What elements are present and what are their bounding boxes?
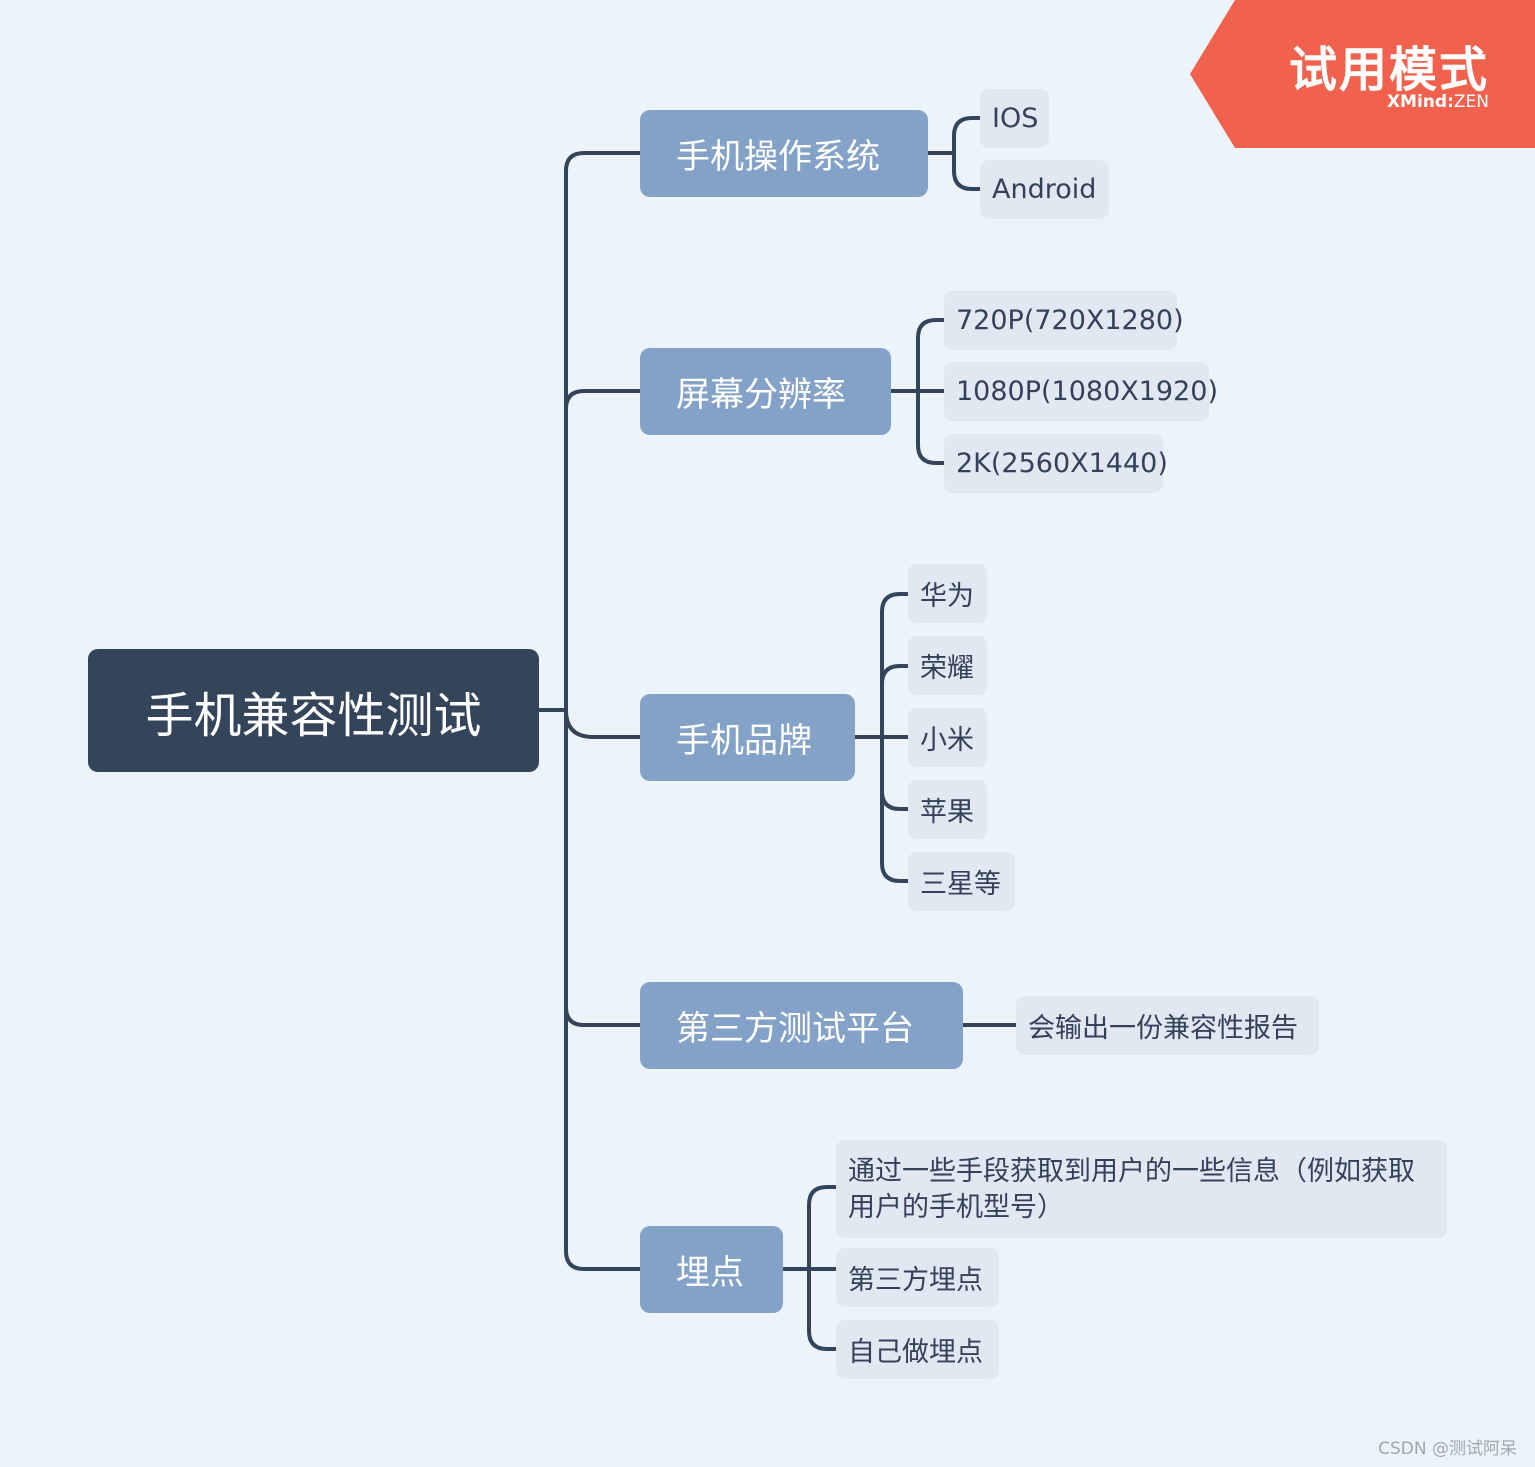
connector-t3-5	[880, 735, 910, 883]
connector-t1-2	[952, 151, 982, 191]
connector-topic-2	[564, 389, 642, 411]
subtopic-label: Android	[992, 174, 1097, 205]
subtopic-label: 三星等	[920, 869, 1001, 900]
subtopic-label: 荣耀	[920, 653, 974, 684]
connector-topic-5	[564, 1249, 642, 1271]
subtopic-label: 2K(2560X1440)	[956, 448, 1168, 479]
topic-third-party-platform-label: 第三方测试平台	[676, 1009, 914, 1049]
xmind-zen-logo: XMind:ZEN	[1387, 92, 1489, 112]
subtopic-huawei[interactable]: 华为	[908, 564, 987, 623]
subtopic-label: IOS	[992, 103, 1039, 134]
connector-t3-2	[880, 664, 910, 686]
connector-t2-1	[916, 318, 946, 393]
connector-t2-3	[916, 389, 946, 465]
subtopic-label: 第三方埋点	[848, 1265, 983, 1296]
subtopic-label: 会输出一份兼容性报告	[1028, 1013, 1298, 1044]
subtopic-label: 自己做埋点	[848, 1337, 983, 1368]
subtopic-label: 通过一些手段获取到用户的一些信息（例如获取用户的手机型号）	[848, 1156, 1415, 1223]
subtopic-android[interactable]: Android	[980, 160, 1109, 219]
brand-suffix: ZEN	[1453, 92, 1489, 112]
subtopic-compat-report[interactable]: 会输出一份兼容性报告	[1016, 996, 1319, 1055]
subtopic-samsung[interactable]: 三星等	[908, 852, 1015, 911]
root-topic[interactable]: 手机兼容性测试	[88, 649, 539, 772]
topic-tracking[interactable]: 埋点	[640, 1226, 783, 1313]
brand-separator: :	[1447, 92, 1454, 112]
subtopic-1080p[interactable]: 1080P(1080X1920)	[944, 362, 1218, 421]
badge-shape	[1190, 0, 1535, 148]
trial-mode-title: 试用模式	[1288, 42, 1489, 98]
subtopic-apple[interactable]: 苹果	[908, 780, 987, 839]
subtopic-third-party-tracking[interactable]: 第三方埋点	[836, 1248, 999, 1307]
connector-t5-1	[807, 1185, 838, 1271]
subtopic-self-tracking[interactable]: 自己做埋点	[836, 1320, 999, 1379]
root-topic-label: 手机兼容性测试	[145, 687, 482, 744]
topic-os-label: 手机操作系统	[676, 137, 880, 177]
subtopic-2k[interactable]: 2K(2560X1440)	[944, 434, 1168, 493]
topic-third-party-platform[interactable]: 第三方测试平台	[640, 982, 963, 1069]
connector-t3-1	[880, 592, 910, 739]
topic-os[interactable]: 手机操作系统	[640, 110, 928, 197]
subtopic-ios[interactable]: IOS	[980, 89, 1049, 148]
subtopic-honor[interactable]: 荣耀	[908, 636, 987, 695]
connector-topic-4	[564, 1005, 642, 1027]
subtopic-label: 1080P(1080X1920)	[956, 376, 1218, 407]
subtopic-label: 华为	[920, 581, 974, 612]
subtopic-label: 小米	[920, 725, 974, 756]
connector-topic-1	[564, 151, 642, 173]
subtopic-collect-user-info[interactable]: 通过一些手段获取到用户的一些信息（例如获取用户的手机型号）	[836, 1140, 1447, 1238]
connector-t5-3	[807, 1267, 838, 1351]
connector-t3-4	[880, 789, 910, 811]
csdn-watermark: CSDN @测试阿呆	[1378, 1439, 1517, 1459]
connector-t1-1	[952, 116, 982, 155]
topic-brand-label: 手机品牌	[676, 721, 812, 761]
brand-main: XMind	[1386, 92, 1448, 112]
trial-mode-badge[interactable]: 试用模式 XMind:ZEN	[1188, 0, 1535, 148]
subtopic-label: 720P(720X1280)	[956, 305, 1184, 336]
subtopic-label: 苹果	[920, 797, 974, 828]
topic-brand[interactable]: 手机品牌	[640, 694, 855, 781]
topic-resolution[interactable]: 屏幕分辨率	[640, 348, 891, 435]
subtopic-xiaomi[interactable]: 小米	[908, 708, 987, 767]
topic-resolution-label: 屏幕分辨率	[676, 375, 846, 415]
connector-topic-3	[564, 708, 642, 739]
topic-tracking-label: 埋点	[676, 1253, 744, 1293]
subtopic-720p[interactable]: 720P(720X1280)	[944, 291, 1184, 350]
